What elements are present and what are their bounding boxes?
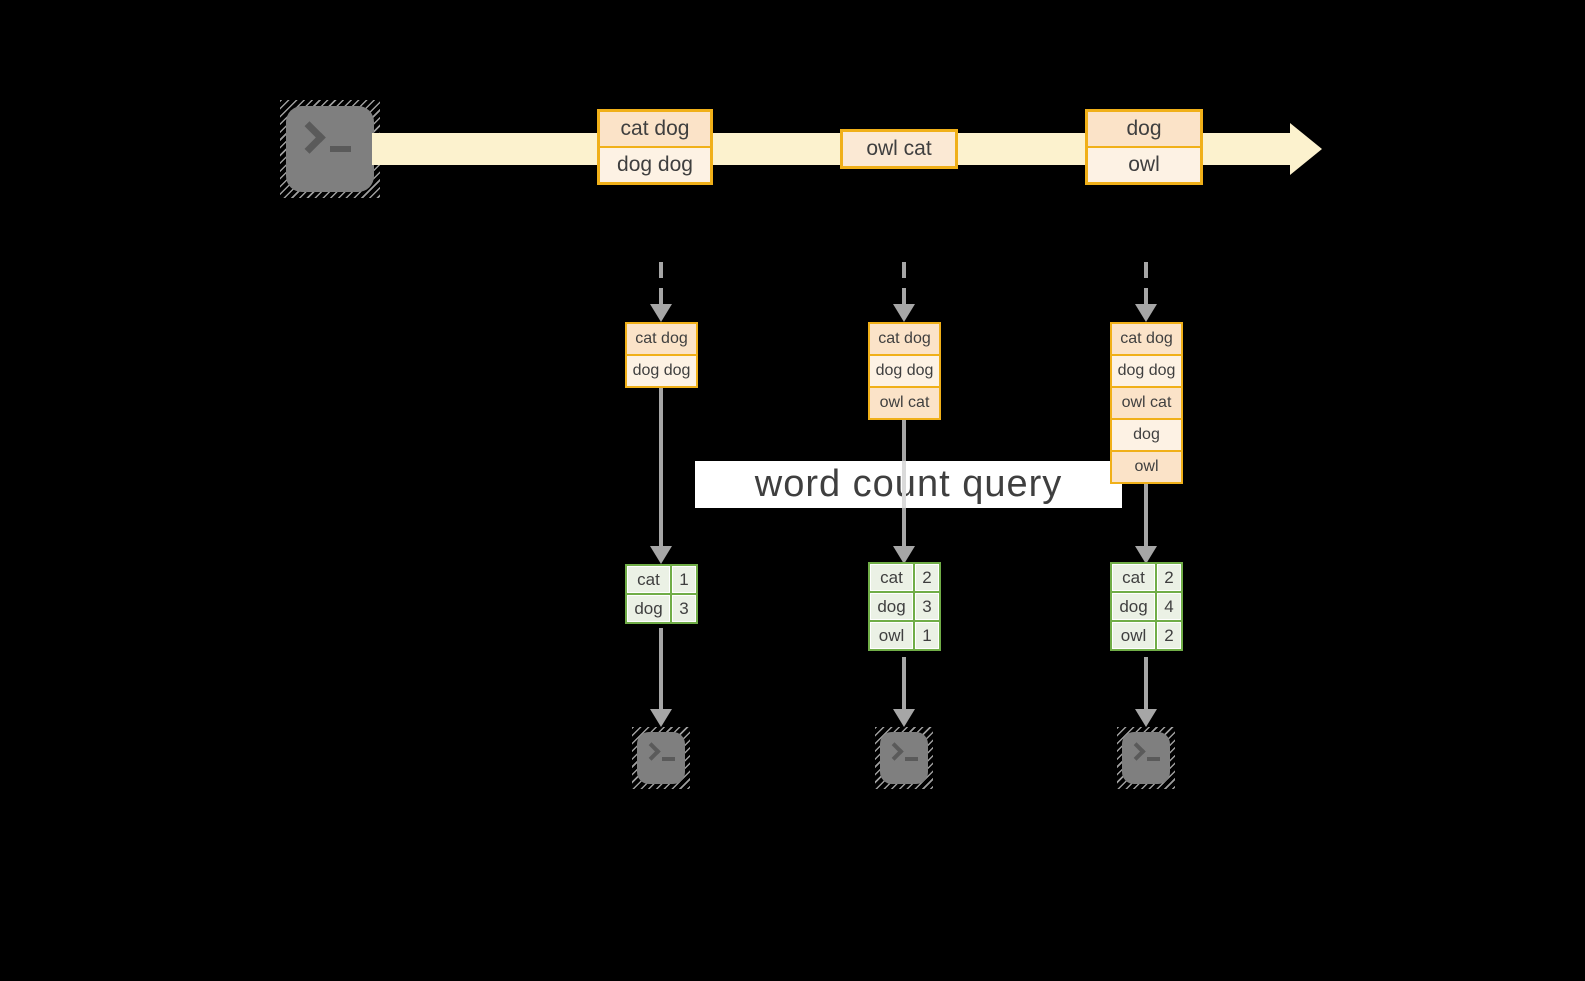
arrowhead-icon: [1135, 546, 1157, 564]
stream-batch-row: owl cat: [843, 132, 955, 166]
state-row: dog: [1112, 418, 1181, 450]
word-cell: dog: [870, 593, 913, 620]
word-cell: owl: [1112, 622, 1155, 649]
arrowhead-icon: [1135, 709, 1157, 727]
state-row: cat dog: [870, 324, 939, 354]
state-row: dog dog: [1112, 354, 1181, 386]
state-row: owl: [1112, 450, 1181, 482]
word-cell: dog: [627, 595, 670, 622]
terminal-icon: [875, 727, 933, 789]
terminal-icon: [280, 100, 380, 198]
stream-batch-3: dog owl: [1085, 109, 1203, 185]
state-row: owl cat: [1112, 386, 1181, 418]
arrow-line: [1144, 657, 1148, 709]
state-row: cat dog: [1112, 324, 1181, 354]
prompt-chevron-icon: [1127, 742, 1146, 761]
state-row: cat dog: [627, 324, 696, 354]
prompt-chevron-icon: [293, 121, 326, 154]
state-row: owl cat: [870, 386, 939, 418]
arrowhead-icon: [650, 546, 672, 564]
count-cell: 2: [1157, 564, 1181, 591]
prompt-underscore-icon: [662, 757, 675, 761]
count-cell: 2: [1157, 622, 1181, 649]
arrow-line: [902, 657, 906, 709]
terminal-body: [286, 106, 374, 192]
word-cell: owl: [870, 622, 913, 649]
dashed-arrowhead-icon: [893, 304, 915, 322]
prompt-chevron-icon: [885, 742, 904, 761]
arrowhead-icon: [893, 709, 915, 727]
prompt-underscore-icon: [330, 146, 351, 152]
count-cell: 1: [672, 566, 696, 593]
stream-batch-row: dog dog: [600, 146, 710, 182]
count-cell: 4: [1157, 593, 1181, 620]
state-row: dog dog: [627, 354, 696, 386]
stream-arrowhead-icon: [1290, 123, 1322, 175]
arrow-line: [659, 388, 663, 546]
dashed-arrow-line: [659, 262, 663, 304]
prompt-chevron-icon: [642, 742, 661, 761]
word-cell: cat: [1112, 564, 1155, 591]
terminal-body: [880, 732, 928, 784]
state-box-3: cat dog dog dog owl cat dog owl: [1110, 322, 1183, 484]
stream-batch-row: dog: [1088, 112, 1200, 146]
count-cell: 2: [915, 564, 939, 591]
count-cell: 3: [672, 595, 696, 622]
arrowhead-icon: [650, 709, 672, 727]
arrow-line-over-label: [902, 461, 906, 508]
stream-batch-row: owl: [1088, 146, 1200, 182]
arrow-line: [659, 628, 663, 709]
word-cell: cat: [870, 564, 913, 591]
dashed-arrowhead-icon: [650, 304, 672, 322]
dashed-arrowhead-icon: [1135, 304, 1157, 322]
terminal-body: [1122, 732, 1170, 784]
arrow-line: [1144, 484, 1148, 546]
wordcount-table-3: cat 2 dog 4 owl 2: [1110, 562, 1183, 651]
query-label: word count query: [695, 461, 1122, 508]
state-row: dog dog: [870, 354, 939, 386]
dashed-arrow-line: [902, 262, 906, 304]
word-cell: cat: [627, 566, 670, 593]
prompt-underscore-icon: [1147, 757, 1160, 761]
terminal-icon: [1117, 727, 1175, 789]
word-cell: dog: [1112, 593, 1155, 620]
state-box-1: cat dog dog dog: [625, 322, 698, 388]
terminal-icon: [632, 727, 690, 789]
stream-batch-1: cat dog dog dog: [597, 109, 713, 185]
wordcount-table-1: cat 1 dog 3: [625, 564, 698, 624]
count-cell: 1: [915, 622, 939, 649]
state-box-2: cat dog dog dog owl cat: [868, 322, 941, 420]
prompt-underscore-icon: [905, 757, 918, 761]
terminal-body: [637, 732, 685, 784]
count-cell: 3: [915, 593, 939, 620]
dashed-arrow-line: [1144, 262, 1148, 304]
stream-batch-2: owl cat: [840, 129, 958, 169]
wordcount-table-2: cat 2 dog 3 owl 1: [868, 562, 941, 651]
stream-batch-row: cat dog: [600, 112, 710, 146]
arrowhead-icon: [893, 546, 915, 564]
